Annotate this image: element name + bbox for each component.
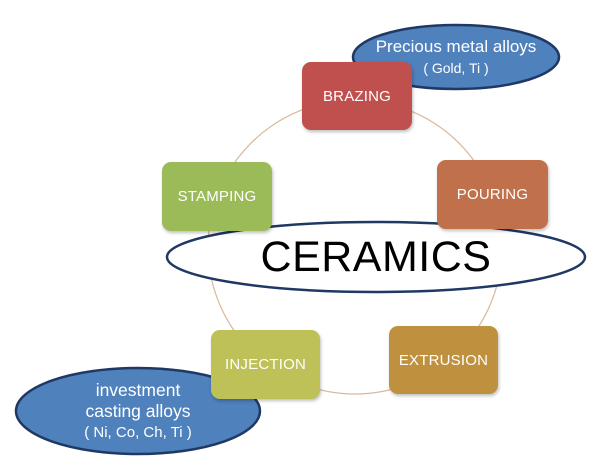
node-brazing: BRAZING bbox=[302, 62, 412, 130]
investment-casting-callout: investment casting alloys ( Ni, Co, Ch, … bbox=[15, 367, 261, 455]
node-brazing-label: BRAZING bbox=[322, 87, 392, 105]
node-pouring-label: POURING bbox=[456, 186, 529, 203]
node-extrusion: EXTRUSION bbox=[389, 326, 498, 394]
precious-metal-callout: Precious metal alloys ( Gold, Ti ) bbox=[352, 24, 560, 90]
node-stamping: STAMPING bbox=[162, 162, 272, 231]
callout-top-line1: Precious metal alloys bbox=[375, 37, 537, 57]
center-ellipse bbox=[165, 220, 587, 294]
node-injection: INJECTION bbox=[211, 330, 320, 399]
node-stamping-label: STAMPING bbox=[177, 188, 257, 205]
node-injection-label: INJECTION bbox=[225, 356, 306, 373]
callout-top-line2: ( Gold, Ti ) bbox=[423, 59, 489, 76]
callout-bottom-line3: ( Ni, Co, Ch, Ti ) bbox=[84, 424, 192, 441]
node-pouring: POURING bbox=[437, 160, 548, 229]
bottom-callout-ellipse bbox=[14, 366, 262, 456]
callout-bottom-line1: investment bbox=[95, 380, 181, 400]
node-extrusion-label: EXTRUSION bbox=[398, 351, 489, 369]
callout-bottom-line2: casting alloys bbox=[85, 401, 191, 421]
